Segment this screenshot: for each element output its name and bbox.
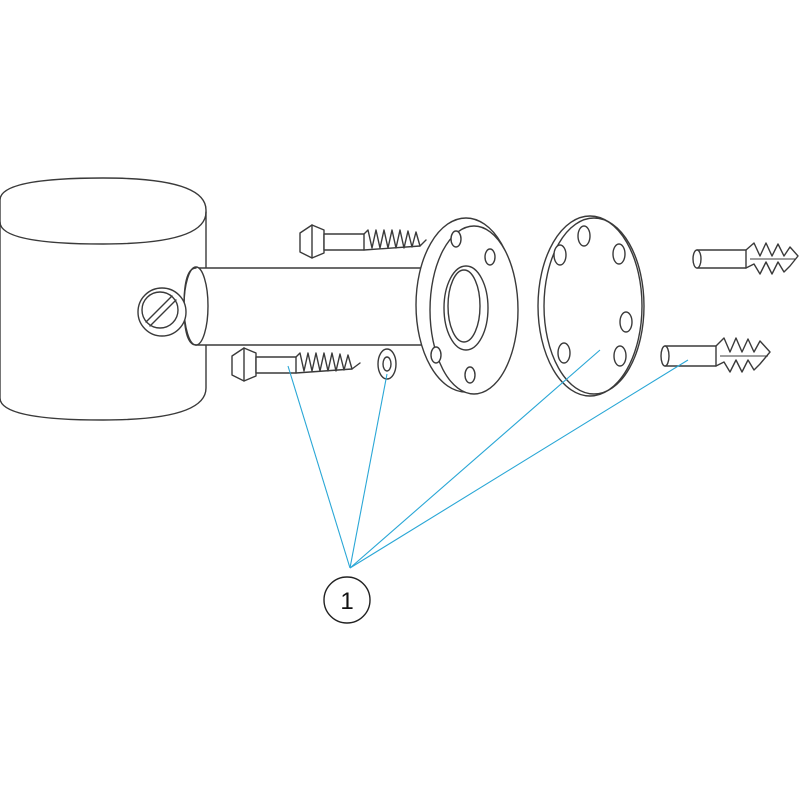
mounting-flange: [415, 217, 519, 395]
wall-plug-lower: [660, 337, 771, 373]
wall-plate: [537, 215, 645, 397]
callout-bubble: 1: [323, 576, 371, 624]
wall-plug-upper: [692, 242, 799, 275]
callout-circle: [323, 576, 371, 624]
callout-label: 1: [340, 588, 353, 615]
slotted-set-screw: [137, 287, 187, 337]
leader-to-washer: [349, 373, 388, 569]
leader-to-wall-plate: [349, 349, 601, 569]
leader-to-lower-screw: [287, 365, 351, 569]
leader-to-wall-plug: [349, 359, 689, 569]
rod: [183, 266, 479, 346]
washer: [377, 348, 397, 380]
cylindrical-holder: [0, 177, 207, 421]
hex-head-lag-screw-lower: [231, 347, 361, 382]
hex-head-lag-screw-upper: [299, 224, 427, 259]
leader-lines: [287, 349, 689, 569]
